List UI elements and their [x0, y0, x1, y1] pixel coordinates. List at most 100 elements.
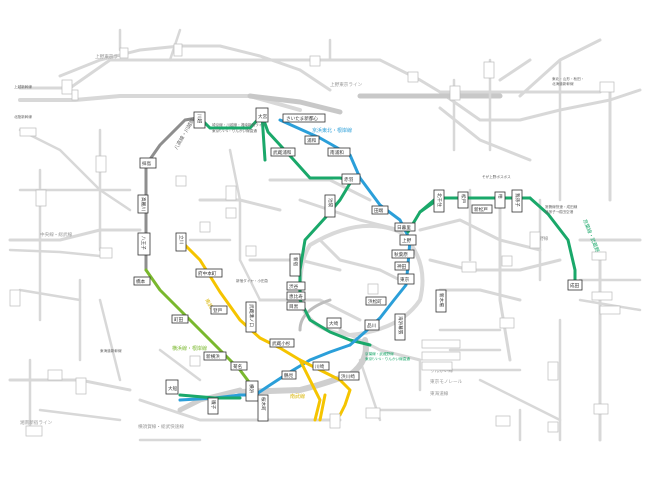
svg-text:海浜幕張: 海浜幕張 — [397, 316, 404, 335]
monorail-note: 東京モノレール — [430, 378, 463, 385]
svg-text:上野: 上野 — [402, 237, 412, 244]
station-noborito[interactable]: 登戸 — [210, 305, 228, 315]
station-markers: 大宮 川越 さいたま新都心 浦和 武蔵浦和 南浦和 赤羽 — [133, 107, 583, 422]
station-hashimoto[interactable]: 橋本 — [133, 276, 151, 286]
svg-text:八王子: 八王子 — [140, 236, 147, 250]
station-minami-urawa[interactable]: 南浦和 — [327, 147, 351, 157]
svg-text:我孫子: 我孫子 — [514, 193, 521, 207]
station-kikuna[interactable]: 菊名 — [230, 361, 248, 371]
station-machida[interactable]: 町田 — [171, 314, 189, 324]
station-saitama-shintoshin[interactable]: さいたま新都心 — [282, 113, 326, 123]
station-hama-kawasaki[interactable]: 浜川崎 — [338, 371, 360, 381]
svg-text:高麗川: 高麗川 — [140, 197, 147, 211]
keiyo-note-b: 東京ﾓﾉﾚｰﾙ・りんかい線直通 — [365, 356, 410, 361]
svg-text:川越: 川越 — [196, 114, 203, 124]
station-hamamatsucho[interactable]: 浜松町 — [365, 296, 387, 306]
station-komagawa[interactable]: 高麗川 — [137, 194, 149, 214]
station-haijima[interactable]: 拝島 — [139, 157, 157, 169]
svg-text:日暮里: 日暮里 — [397, 224, 411, 231]
station-fuchu-honmachi[interactable]: 府中本町 — [195, 268, 223, 278]
station-ofuna[interactable]: 大船 — [165, 379, 179, 395]
svg-text:磯子: 磯子 — [210, 400, 217, 410]
svg-text:大船: 大船 — [168, 385, 178, 392]
station-meguro[interactable]: 目黒 — [286, 301, 306, 311]
svg-text:新宿: 新宿 — [292, 257, 299, 267]
station-musashi-mizonokuchi[interactable]: 武蔵溝ノ口 — [245, 301, 257, 333]
station-kitasenju[interactable]: 北千住 — [433, 189, 445, 213]
station-isogo[interactable]: 磯子 — [207, 397, 219, 415]
station-musashi-kosugi[interactable]: 武蔵小杉 — [269, 338, 295, 348]
station-shibuya[interactable]: 渋谷 — [286, 281, 306, 291]
svg-text:町田: 町田 — [174, 317, 184, 323]
svg-text:神田: 神田 — [397, 263, 407, 270]
left-mid-note: 北陸新幹線 — [14, 114, 32, 119]
joban-right-note-a: 常磐線快速・成田線 — [545, 204, 578, 209]
station-shin-matsudo[interactable]: 新松戸 — [471, 204, 493, 214]
svg-text:橋本: 橋本 — [136, 278, 146, 285]
station-matsudo[interactable]: 松戸 — [457, 191, 469, 209]
station-tabata[interactable]: 田端 — [371, 205, 389, 215]
station-shin-kiba[interactable]: 新木場 — [435, 289, 447, 313]
svg-text:武蔵溝ノ口: 武蔵溝ノ口 — [248, 304, 255, 327]
station-sakuragicho[interactable]: 桜木町 — [257, 394, 269, 422]
svg-text:登戸: 登戸 — [213, 307, 223, 314]
station-kaihin-makuhari[interactable]: 海浜幕張 — [394, 313, 406, 341]
station-omiya[interactable]: 大宮 — [255, 107, 269, 123]
svg-text:横浜: 横浜 — [248, 384, 255, 394]
svg-text:浦和: 浦和 — [307, 137, 317, 144]
svg-text:拝島: 拝島 — [142, 160, 152, 167]
kiyosumi-note: そが上野ポスポス — [482, 174, 511, 179]
keiyo-note-a: 京葉線・武蔵野線 — [365, 351, 394, 356]
station-yokohama[interactable]: 横浜 — [245, 380, 259, 402]
rinkai-note: りんかい線 — [430, 367, 453, 374]
station-akihabara[interactable]: 秋葉原 — [391, 249, 415, 259]
station-shin-yokohama[interactable]: 新横浜 — [203, 351, 227, 361]
station-kashiwa[interactable]: 柏 — [494, 191, 506, 209]
hachiko-line — [144, 116, 199, 272]
chuo-label: 中央線・総武線 — [40, 231, 73, 238]
svg-text:菊名: 菊名 — [233, 363, 242, 370]
bottom-note-3: 東海道線 — [430, 390, 449, 397]
station-kanda[interactable]: 神田 — [394, 261, 410, 271]
svg-text:柏: 柏 — [497, 194, 504, 199]
station-kawasaki[interactable]: 川崎 — [312, 361, 330, 371]
station-hachioji[interactable]: 八王子 — [137, 232, 151, 256]
svg-text:品川: 品川 — [367, 323, 377, 329]
map-notes: 埼京線・川越線・湘南新宿ライン 東京ﾓﾉﾚｰﾙ・りんかい線直通 京葉線・武蔵野線… — [14, 76, 584, 430]
station-nippori[interactable]: 日暮里 — [394, 222, 416, 232]
station-tokyo[interactable]: 東京 — [397, 273, 415, 285]
station-narita[interactable]: 成田 — [567, 279, 583, 291]
ueno-tokyo-label: 上野東京ライン — [330, 81, 363, 88]
yokohama-line-label: 横浜線・根岸線 — [172, 345, 207, 352]
station-tsurumi[interactable]: 鶴見 — [281, 370, 297, 380]
station-abiko[interactable]: 我孫子 — [511, 189, 523, 213]
station-ueno[interactable]: 上野 — [399, 234, 417, 246]
svg-text:恵比寿: 恵比寿 — [289, 293, 303, 300]
station-ebisu[interactable]: 恵比寿 — [286, 291, 306, 301]
svg-text:浜川崎: 浜川崎 — [341, 373, 355, 380]
saikyo-note-b: 東京ﾓﾉﾚｰﾙ・りんかい線直通 — [212, 128, 257, 133]
svg-text:武蔵浦和: 武蔵浦和 — [273, 149, 292, 156]
svg-text:桜木町: 桜木町 — [260, 397, 267, 411]
left-bottom-note: 東海道新幹線 — [100, 348, 122, 353]
station-urawa[interactable]: 浦和 — [304, 135, 320, 145]
svg-text:大崎: 大崎 — [329, 320, 339, 327]
station-musashi-urawa[interactable]: 武蔵浦和 — [270, 147, 296, 157]
shinjuku-note: 新宿ダイヤ・小田急 — [236, 278, 269, 283]
station-tachikawa[interactable]: 立川 — [175, 232, 187, 252]
nambu-line — [178, 238, 352, 422]
joban-right-note-b: 我孫子→成田空港 — [545, 209, 574, 214]
station-akabane[interactable]: 赤羽 — [341, 173, 361, 185]
station-kawagoe[interactable]: 川越 — [193, 111, 206, 129]
svg-text:浜松町: 浜松町 — [368, 298, 382, 305]
station-ikebukuro[interactable]: 池袋 — [324, 194, 336, 218]
station-shinagawa[interactable]: 品川 — [364, 319, 380, 331]
svg-text:池袋: 池袋 — [327, 198, 334, 208]
keihin-line-label: 京浜東北・根岸線 — [312, 127, 352, 134]
svg-text:秋葉原: 秋葉原 — [394, 251, 408, 258]
station-shinjuku[interactable]: 新宿 — [289, 253, 301, 277]
svg-text:大宮: 大宮 — [258, 113, 268, 120]
station-osaki[interactable]: 大崎 — [326, 317, 342, 329]
takasaki-label: 上野東京ライン — [95, 53, 128, 60]
